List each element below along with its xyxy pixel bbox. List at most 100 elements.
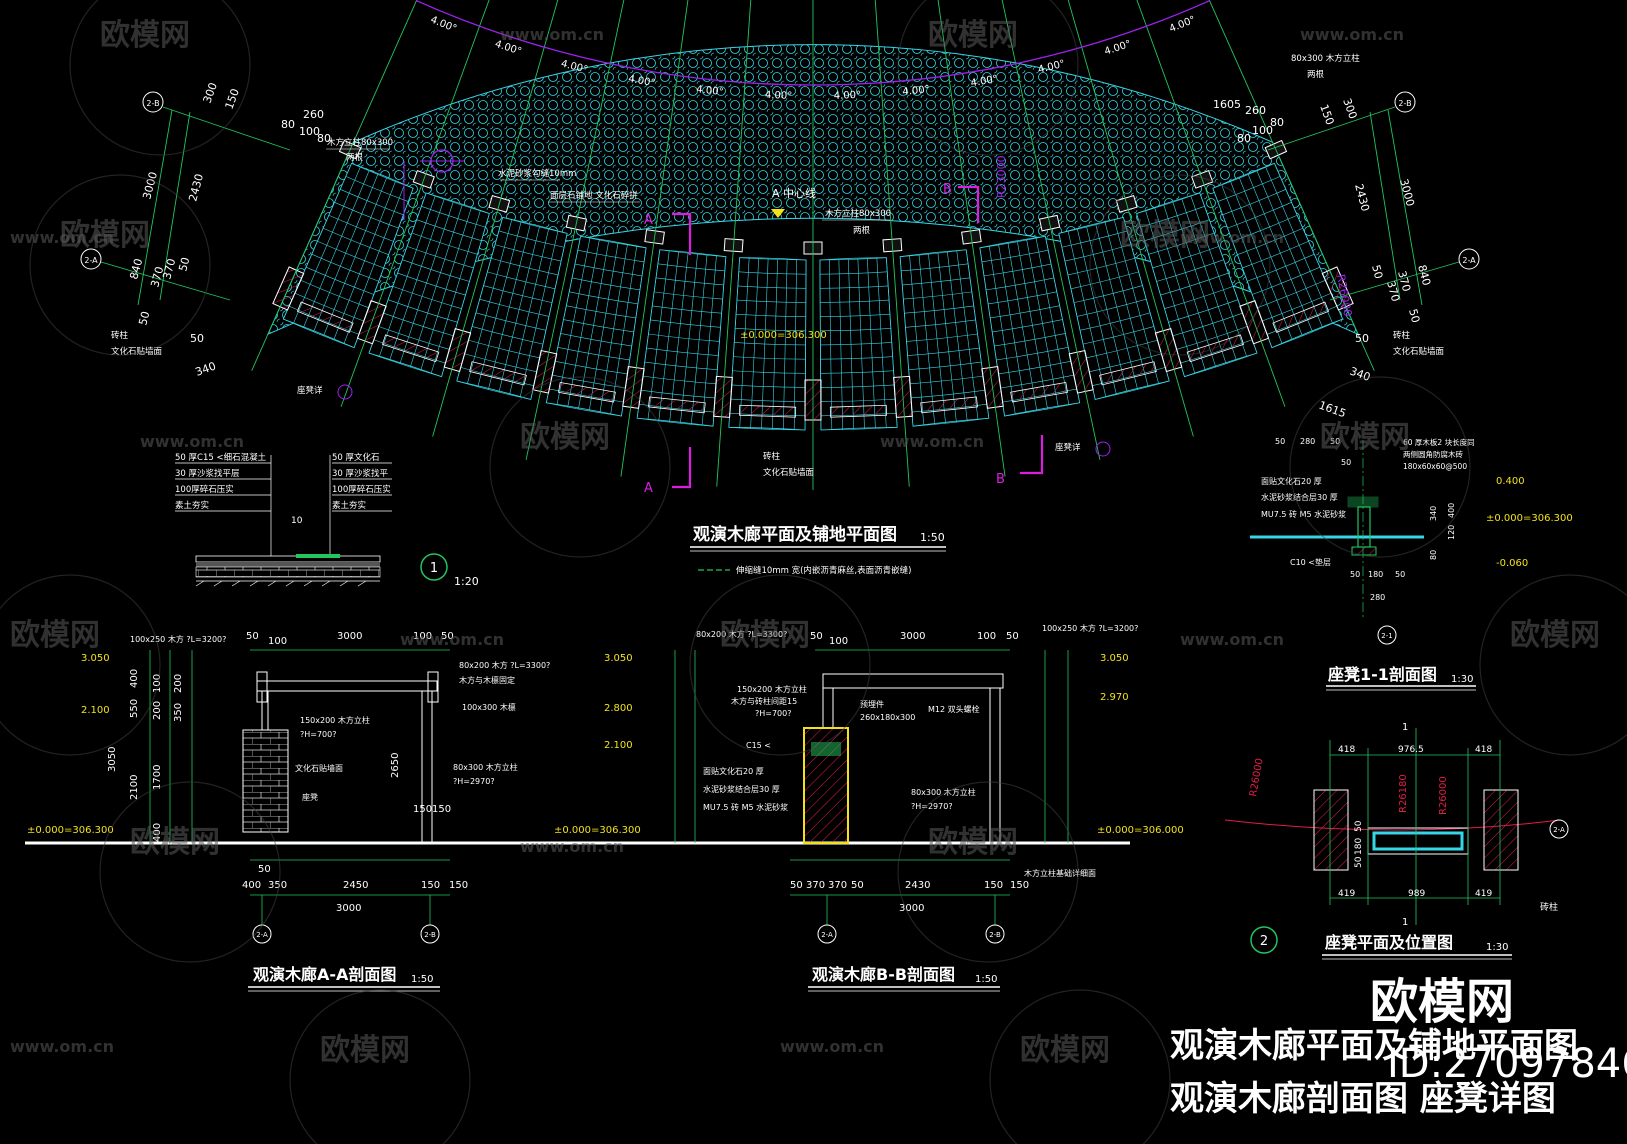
dim: 370 xyxy=(160,257,178,281)
grid-ray xyxy=(323,177,387,337)
aa-note: 100x250 木方 ?L=3200? xyxy=(130,634,226,644)
watermark-url: www.om.cn xyxy=(1180,228,1284,247)
aa-vert: 3050 xyxy=(107,747,118,772)
axis-line xyxy=(1208,0,1375,371)
grid-ray xyxy=(1095,224,1138,390)
grid-ray xyxy=(1104,222,1149,387)
seat-bar xyxy=(381,334,440,363)
watermark-ring xyxy=(897,781,1079,963)
seat-plan-mark: 1 xyxy=(1402,917,1408,928)
bb-note: 80x300 木方立柱 xyxy=(911,787,976,797)
label-stone-paving: 面层石铺地 文化石碎拼 xyxy=(550,190,638,201)
grid-ray xyxy=(488,224,531,390)
grid-ray xyxy=(498,226,540,393)
section-b-b: 3.050 2.800 2.100 ±0.000=306.300 3.050 2… xyxy=(540,623,1184,992)
plan-axis-lines: 2-12-22-32-42-52-62-72-82-92-102-112-12 xyxy=(251,0,1375,490)
grid-arc xyxy=(368,352,442,377)
angle-arc xyxy=(416,0,1210,86)
aa-vert: 2650 xyxy=(390,753,401,778)
grid-ray xyxy=(588,243,619,411)
grid-arc xyxy=(426,192,490,214)
grid-ray xyxy=(857,259,865,430)
watermark-ring xyxy=(69,0,251,156)
aa-dim-top: 50 xyxy=(246,631,259,642)
dim: 50 xyxy=(1369,263,1385,280)
angle-label: 4.00° xyxy=(1103,39,1132,58)
aa-vert: 400 xyxy=(129,669,140,688)
dim: 260 xyxy=(303,108,324,121)
aa-dim-top: 3000 xyxy=(337,631,362,642)
axis-line xyxy=(716,0,752,487)
angle-label: 4.00° xyxy=(765,90,793,102)
aa-vert: 350 xyxy=(173,703,184,722)
grid-ray xyxy=(1181,199,1237,361)
seat-bar xyxy=(738,404,797,418)
grid-ray xyxy=(1145,210,1196,374)
bb-note: C15 < xyxy=(746,741,771,750)
watermark-brand: 欧模网 xyxy=(10,618,100,653)
angle-label: 4.00° xyxy=(696,84,724,98)
layer-right-2: 30 厚沙浆找平 xyxy=(332,468,389,479)
watermark-brand: 欧模网 xyxy=(60,218,150,253)
label-cement-joint: 水泥砂浆勾缝10mm xyxy=(498,168,576,179)
grid-ray xyxy=(829,259,833,430)
side-axis-left: 2-B 2-A xyxy=(80,91,291,306)
watermark-ring xyxy=(99,781,281,963)
aa-vert: 2100 xyxy=(129,775,140,800)
grid-arc xyxy=(580,235,647,249)
grid-ray xyxy=(1067,231,1107,398)
dim: 50 xyxy=(136,310,152,327)
aa-note: 座凳 xyxy=(302,792,318,802)
label-brick-col-center: 砖柱 xyxy=(763,451,781,462)
grid-ray xyxy=(313,174,379,332)
layer-right-3: 100厚碎石压实 xyxy=(332,484,391,495)
brand-logo-text: 欧模网 xyxy=(1370,974,1514,1030)
grid-ray xyxy=(838,259,844,430)
watermark-brand: 欧模网 xyxy=(320,1033,410,1068)
section-b-bottom: B xyxy=(996,472,1005,487)
watermark-brand: 欧模网 xyxy=(1320,420,1410,455)
bb-axis: 2-B xyxy=(989,931,1001,939)
axis-line xyxy=(525,0,625,460)
seat-elev-3: -0.060 xyxy=(1496,558,1528,569)
label-wood-post: 木方立柱80x300 xyxy=(327,137,393,148)
dim: 80 xyxy=(1237,132,1251,145)
dim: 2430 xyxy=(1352,182,1372,212)
bb-elev: ±0.000=306.300 xyxy=(554,825,641,836)
grid-ray xyxy=(409,205,463,368)
seat-plan-scale: 1:30 xyxy=(1486,942,1508,953)
grid-ray xyxy=(1247,174,1313,332)
aa-vert: 200 xyxy=(173,674,184,693)
bb-note: 预埋件 xyxy=(860,699,884,709)
plan-title-block: 观演木廊平面及铺地平面图 1:50 伸缩缝10mm 宽(内嵌沥青麻丝,表面沥青嵌… xyxy=(690,524,946,576)
aa-note: 150x200 木方立柱 xyxy=(300,715,370,725)
section-aa-title: 观演木廊A-A剖面图 xyxy=(253,965,396,984)
seat-bar xyxy=(648,396,706,414)
grid-ray xyxy=(567,239,600,408)
seat-bar xyxy=(469,361,527,386)
label-two-2: 两根 xyxy=(853,225,871,236)
axis-line xyxy=(1067,0,1194,437)
aa-vert: 150 xyxy=(413,804,432,815)
dim: 80 xyxy=(281,118,295,131)
seat-dim: 50 xyxy=(1350,570,1360,579)
seat-plan-title: 座凳平面及位置图 xyxy=(1324,933,1453,952)
plan-annotations: 木方立柱80x300 两根 水泥砂浆勾缝10mm 面层石铺地 文化石碎拼 A 中… xyxy=(111,53,1445,496)
aa-dim-bottom: 150 xyxy=(421,880,440,891)
grid-ray xyxy=(578,241,609,410)
bb-dim-bottom: 150 xyxy=(984,880,1003,891)
layer-right-1: 50 厚文化石 xyxy=(332,452,380,463)
grid-ray xyxy=(389,199,445,361)
watermark-ring xyxy=(897,0,1079,156)
axis-label: 2-B xyxy=(1398,99,1411,108)
bb-elev: 3.050 xyxy=(604,653,633,664)
caption-line-2: 观演木廊剖面图 座凳详图 xyxy=(1170,1079,1556,1119)
grid-ray xyxy=(998,244,1027,413)
seat-plan-radius: R26000 xyxy=(1248,757,1266,797)
watermark-url: www.om.cn xyxy=(10,228,114,247)
section-a-bottom: A xyxy=(644,481,653,496)
aa-note: 100x300 木檩 xyxy=(462,702,516,712)
aa-vert: 400 xyxy=(152,823,163,842)
grid-ray xyxy=(1154,207,1206,371)
